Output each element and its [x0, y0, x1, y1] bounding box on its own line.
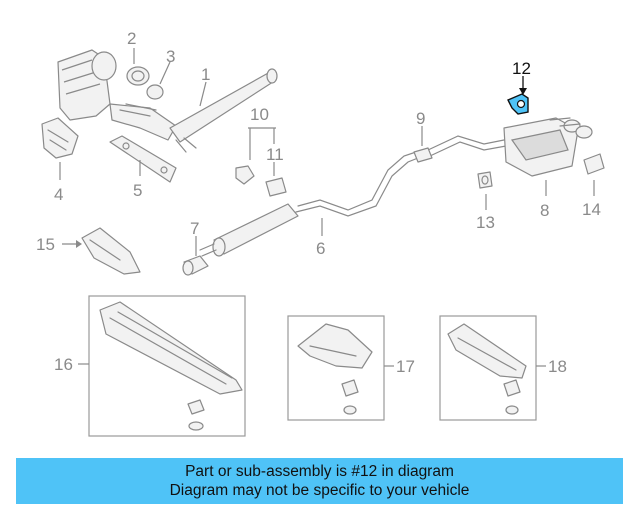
part-4-heat-shield[interactable]	[41, 117, 79, 159]
callout-8[interactable]: 8	[540, 201, 549, 220]
callout-4[interactable]: 4	[54, 185, 63, 204]
callout-6[interactable]: 6	[316, 239, 325, 258]
callout-3[interactable]: 3	[166, 47, 175, 66]
part-11-rubber-mount[interactable]	[265, 177, 287, 197]
part-6-intermediate-pipe[interactable]	[199, 151, 419, 257]
callout-9[interactable]: 9	[416, 109, 425, 128]
part-18-heat-shield[interactable]	[447, 323, 527, 415]
callout-11[interactable]: 11	[266, 145, 284, 164]
part-3-clamp[interactable]	[146, 84, 164, 100]
part-14-tail-clamp[interactable]	[583, 153, 605, 175]
info-banner: Part or sub-assembly is #12 in diagram D…	[16, 458, 623, 504]
part-9-clamp[interactable]	[413, 147, 433, 163]
leader-1	[199, 81, 207, 107]
part-12-mount-bracket[interactable]	[507, 93, 529, 115]
part-15-heat-shield[interactable]	[81, 227, 141, 275]
callout-5[interactable]: 5	[133, 181, 142, 200]
callout-12[interactable]: 12	[512, 59, 531, 78]
callout-13[interactable]: 13	[476, 213, 495, 232]
callout-15[interactable]: 15	[36, 235, 55, 254]
part-10-hanger-bracket[interactable]	[235, 165, 255, 185]
callout-10[interactable]: 10	[250, 105, 269, 124]
banner-line-2: Diagram may not be specific to your vehi…	[169, 482, 470, 499]
leader-15-arrow	[76, 240, 82, 248]
panel-17	[287, 315, 385, 421]
leader-10	[248, 127, 276, 160]
callout-2[interactable]: 2	[127, 29, 136, 48]
part-16-heat-shield[interactable]	[99, 301, 243, 431]
callout-1[interactable]: 1	[201, 65, 210, 84]
part-2-gasket[interactable]	[126, 66, 150, 86]
leader-12-arrow	[519, 88, 527, 95]
part-catalytic-converter[interactable]	[57, 49, 278, 153]
callout-7[interactable]: 7	[190, 219, 199, 238]
callout-14[interactable]: 14	[582, 200, 601, 219]
leader-3	[159, 61, 171, 85]
part-7-clamp-sleeve[interactable]	[182, 255, 209, 276]
exhaust-parts-diagram: 1 2 3 4 5 6 7	[36, 29, 605, 437]
part-8-rear-muffler[interactable]	[427, 117, 593, 177]
callout-17[interactable]: 17	[396, 357, 415, 376]
part-5-bracket[interactable]	[109, 135, 177, 183]
callout-18[interactable]: 18	[548, 357, 567, 376]
part-13-rubber-hanger[interactable]	[477, 171, 493, 189]
banner-line-1: Part or sub-assembly is #12 in diagram	[185, 463, 454, 480]
part-17-heat-shield[interactable]	[297, 323, 373, 415]
callout-16[interactable]: 16	[54, 355, 73, 374]
